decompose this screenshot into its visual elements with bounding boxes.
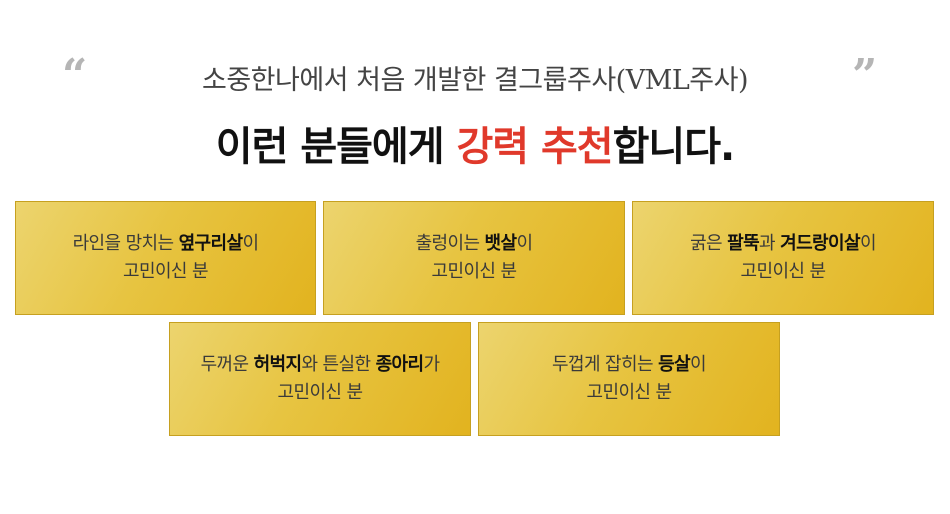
- card-highlight: 옆구리살: [178, 233, 243, 254]
- card-text: 와 튼실한: [301, 354, 376, 375]
- card-line1: 두껍게 잡히는 등살이: [552, 351, 707, 379]
- card-line2: 고민이신 분: [123, 261, 209, 282]
- close-quote-icon: ”: [852, 50, 878, 101]
- card-text: 가: [423, 354, 440, 375]
- card-text: 이: [859, 233, 877, 254]
- card-highlight: 뱃살: [484, 233, 518, 254]
- open-quote-icon: “: [62, 50, 88, 101]
- card-line2: 고민이신 분: [431, 261, 518, 282]
- card-line2: 고민이신 분: [586, 382, 673, 403]
- card-text: 출렁이는: [415, 233, 485, 254]
- headline-accent: 강력 추천: [456, 124, 613, 170]
- card-text: 두꺼운: [200, 354, 254, 375]
- card-text: 과: [759, 233, 781, 254]
- headline-end: 합니다.: [612, 124, 736, 170]
- card-highlight: 허벅지: [253, 354, 302, 375]
- card-side-fat: 라인을 망치는 옆구리살이 고민이신 분: [15, 201, 316, 315]
- card-line1: 라인을 망치는 옆구리살이: [73, 230, 259, 258]
- card-arm-fat: 굵은 팔뚝과 겨드랑이살이 고민이신 분: [632, 201, 934, 315]
- card-highlight: 겨드랑이살: [780, 233, 860, 254]
- card-highlight: 종아리: [375, 354, 424, 375]
- card-thigh-calf: 두꺼운 허벅지와 튼실한 종아리가 고민이신 분: [169, 322, 471, 436]
- card-text: 이: [689, 354, 707, 375]
- card-text: 굵은: [690, 233, 728, 254]
- card-text: 두껍게 잡히는: [552, 354, 659, 375]
- card-line2: 고민이신 분: [277, 382, 364, 403]
- card-text: 라인을 망치는: [72, 233, 179, 254]
- card-back-fat: 두껍게 잡히는 등살이 고민이신 분: [478, 322, 780, 436]
- card-line1: 출렁이는 뱃살이: [416, 230, 533, 258]
- headline: 이런 분들에게 강력 추천합니다.: [0, 114, 950, 172]
- card-highlight: 팔뚝: [727, 233, 760, 254]
- card-text: 이: [242, 233, 259, 254]
- card-line1: 두꺼운 허벅지와 튼실한 종아리가: [201, 351, 440, 379]
- subtitle: 소중한나에서 처음 개발한 결그룹주사(VML주사): [201, 65, 749, 96]
- card-highlight: 등살: [658, 354, 691, 375]
- card-line1: 굵은 팔뚝과 겨드랑이살이: [690, 230, 876, 258]
- card-line2: 고민이신 분: [740, 261, 827, 282]
- card-belly-fat: 출렁이는 뱃살이 고민이신 분: [323, 201, 625, 315]
- headline-text: 이런 분들에게: [215, 124, 457, 170]
- card-text: 이: [516, 233, 533, 254]
- subtitle-row: “ 소중한나에서 처음 개발한 결그룹주사(VML주사) ”: [0, 52, 950, 102]
